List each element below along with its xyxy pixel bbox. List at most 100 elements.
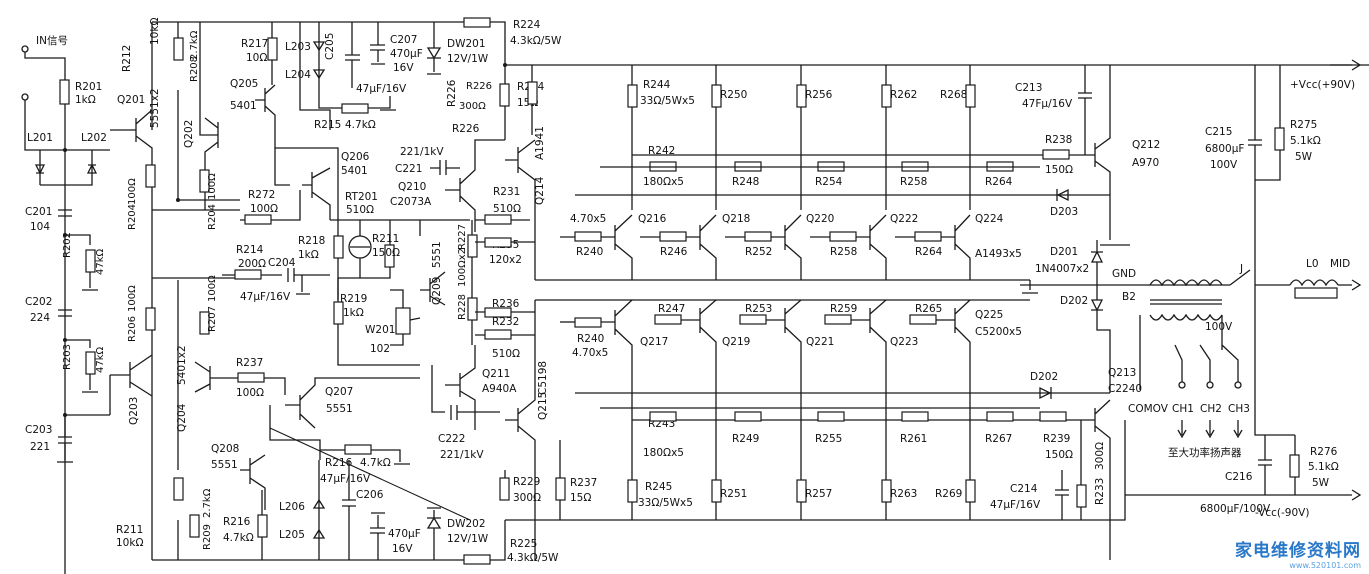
component-label: D201 [1050,246,1078,258]
component-label: 470μF [390,48,423,60]
component-label: 221/1kV [440,449,484,461]
component-label: R217 [241,38,268,50]
component-label: 47kΩ [95,346,106,373]
component-label: 16V [392,543,413,555]
lower-bias: R237 100Ω Q207 5551 Q208 5551 R216 4.7kΩ… [211,357,1126,565]
component-label: R240 [577,333,604,345]
component-label: COMOV [1128,403,1169,415]
component-label: R231 [493,186,520,198]
component-label: R268 [940,89,967,101]
driver-stage: R217 10Ω Q205 5401 L203 L204 C205 C207 4… [222,17,562,366]
component-label: R252 [745,246,772,258]
component-label: 至大功率扬声器 [1168,446,1242,459]
component-label: Q211 [482,368,510,380]
component-label: 47kΩ [95,248,106,275]
component-label: 5401x2 [176,345,188,385]
component-label: R207 [207,306,218,332]
component-label: R262 [890,89,917,101]
component-label: 12V/1W [447,533,489,545]
component-label: 300Ω [513,492,541,504]
component-label: R253 [745,303,772,315]
component-label: Q204 [176,403,188,432]
component-label: 47μF/16V [990,499,1041,511]
component-label: R204 [207,204,218,230]
zener-dw202-icon [426,516,442,529]
component-label: R228 [457,294,468,320]
component-label: CH2 [1200,403,1222,415]
component-label: 33Ω/5Wx5 [638,497,693,509]
component-label: Q206 [341,151,370,163]
component-label: 4.3kΩ/5W [507,552,559,564]
component-label: Q218 [722,213,750,225]
component-label: R226 [466,81,492,92]
component-label: 4.70x5 [570,213,606,225]
component-label: R251 [720,488,747,500]
component-label: C221 [395,163,422,175]
component-label: Q225 [975,309,1003,321]
component-label: 2.7kΩ [202,488,213,518]
component-label: L203 [285,41,311,53]
component-label: Q203 [128,397,140,425]
component-label: 12V/1W [447,53,489,65]
component-label: Q216 [638,213,667,225]
component-label: R216 [223,516,251,528]
component-label: R261 [900,433,927,445]
component-label: 120x2 [489,254,522,266]
component-label: 10kΩ [116,537,143,549]
component-label: R248 [732,176,759,188]
component-label: R226 [452,123,480,135]
transformer-primary-icon [1149,279,1223,287]
output-stage-bottom: R247 R253 R259 R265 R240 4.70x5 Q217 Q21… [560,299,1142,560]
component-label: Q217 [640,336,668,348]
component-label: +Vcc(+90V) [1290,79,1355,91]
component-label: 47μF/16V [240,291,291,303]
component-label: 5401 [230,100,257,112]
component-label: R257 [805,488,832,500]
component-label: R219 [340,293,367,305]
component-label: 150Ω [372,247,400,259]
component-label: R215 [314,119,341,131]
component-label: L201 [27,132,53,144]
component-label: C202 [25,296,52,308]
component-label: GND [1112,268,1136,280]
component-label: 5551 [211,459,238,471]
component-label: W201 [365,324,395,336]
component-label: CH1 [1172,403,1194,415]
component-label: L205 [279,529,305,541]
component-label: C207 [390,34,417,46]
component-label: R214 [236,244,264,256]
input-stage: Q201 10kΩ R212 5551x2 100Ω R204 2.7kΩ R2… [109,18,490,561]
component-label: Q205 [230,78,258,90]
component-label: R239 [1043,433,1070,445]
component-label: 150Ω [1045,449,1073,461]
watermark-url: www.520101.com [1289,561,1361,570]
component-label: R263 [890,488,917,500]
component-label: R244 [643,79,671,91]
component-label: 104 [30,221,50,233]
component-label: 100V [1210,159,1238,171]
diode-d201-icon [1090,250,1104,263]
component-label: R201 [75,81,102,93]
component-label: 510Ω [346,204,374,216]
component-label: Q207 [325,386,353,398]
component-label: R264 [915,246,943,258]
component-label: 150Ω [1045,164,1073,176]
component-label: 100Ωx2 [457,248,468,287]
component-label: C205 [324,33,336,60]
component-label: R240 [576,246,603,258]
component-label: 100Ω [236,387,264,399]
zener-dw201-icon [426,47,442,60]
component-label: 33Ω/5Wx5 [640,95,695,107]
component-label: DW202 [447,518,486,530]
component-label: 102 [370,343,390,355]
component-label: 221 [30,441,50,453]
component-label: 47μF/16V [356,83,407,95]
component-label: R258 [900,176,927,188]
component-label: R224 [513,19,541,31]
component-label: C206 [356,489,384,501]
component-label: 5.1kΩ [1308,461,1339,473]
component-label: Q224 [975,213,1004,225]
driver-transistors: R226 R226 R226 300Ω R234 15Ω 221/1kV C22… [390,63,1369,560]
component-label: A1941 [534,126,546,160]
component-label: R254 [815,176,843,188]
